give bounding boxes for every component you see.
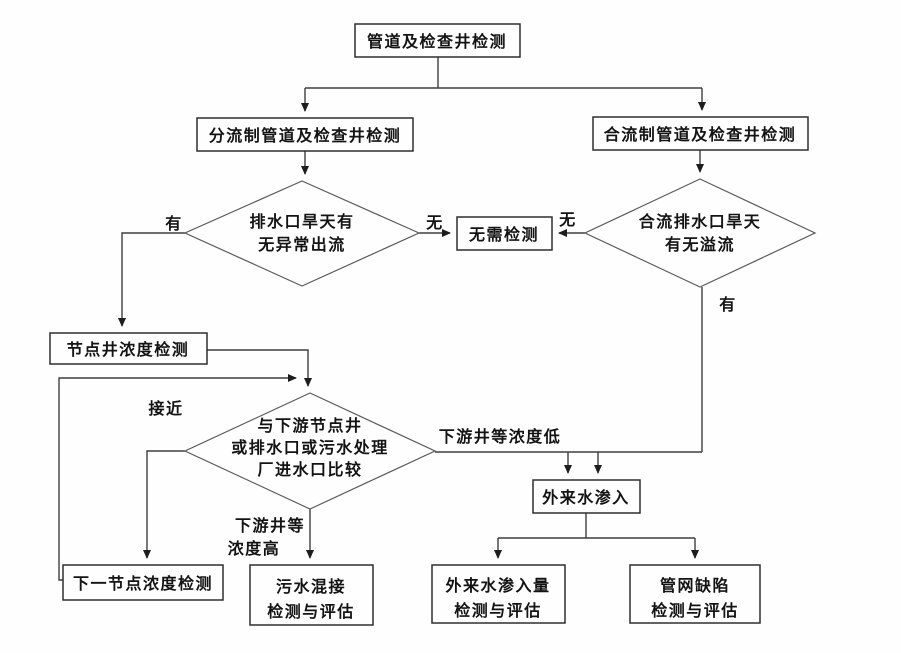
label-downstream-high-line2: 浓度高 [228,539,281,558]
node-network-defect-line2: 检测与评估 [651,601,739,620]
label-left-no: 无 [425,214,444,232]
node-network-defect-assess [629,564,761,624]
node-well-test-label: 节点井浓度检测 [67,340,190,359]
edge-left-yes [118,232,185,327]
decision-outfall-dry-line1: 排水口旱天有 [249,212,354,231]
node-inflow-amount-line2: 检测与评估 [454,601,542,620]
decision-combined-outfall-line1: 合流排水口旱天 [639,212,762,231]
node-root-label: 管道及检查井检测 [367,32,507,51]
node-inflow-amount-assess [431,564,566,624]
node-separate-system [196,117,414,152]
node-no-need [456,216,553,251]
decision-combined-outfall-line2: 有无溢流 [665,235,735,254]
edge-close-to-nextnode [143,450,185,559]
decision-compare [183,392,437,510]
node-sewage-mix-line1: 污水混接 [276,577,346,596]
edges [58,57,706,581]
node-well-test [49,332,208,365]
label-downstream-low: 下游井等浓度低 [439,427,562,446]
label-right-yes: 有 [719,295,737,314]
edge-loopback [58,374,297,581]
node-sewage-mix-line2: 检测与评估 [267,602,355,621]
edge-nodewell-to-compare [207,349,312,387]
label-right-no: 无 [558,211,577,229]
decision-compare-line2: 或排水口或污水处理 [231,438,389,457]
node-no-need-label: 无需检测 [468,225,539,244]
decision-outfall-dry [183,180,421,287]
node-combined-system [592,116,809,151]
edge-labels: 有 无 无 有 接近 下游井等浓度低 下游井等 浓度高 [148,211,737,558]
node-inflow-label: 外来水渗入 [541,488,630,507]
node-combined-system-label: 合流制管道及检查井检测 [604,125,797,144]
node-separate-system-label: 分流制管道及检查井检测 [209,126,402,145]
label-left-yes: 有 [165,214,183,233]
decision-compare-line3: 厂进水口比较 [257,460,362,479]
label-close: 接近 [148,399,183,418]
node-inflow [532,479,641,514]
node-next-node-test-label: 下一节点浓度检测 [73,574,213,593]
decision-combined-outfall [583,178,817,288]
decision-compare-line1: 与下游节点井 [257,416,362,435]
nodes: 管道及检查井检测 分流制管道及检查井检测 合流制管道及检查井检测 排水口旱天有 … [49,23,817,626]
node-network-defect-line1: 管网缺陷 [660,576,730,595]
label-downstream-high-line1: 下游井等 [235,516,305,535]
node-inflow-amount-line1: 外来水渗入量 [444,576,550,595]
node-sewage-mix-assess [249,564,374,626]
decision-outfall-dry-line2: 无异常出流 [257,235,346,254]
node-next-node-test [62,564,224,601]
node-root [354,23,521,58]
